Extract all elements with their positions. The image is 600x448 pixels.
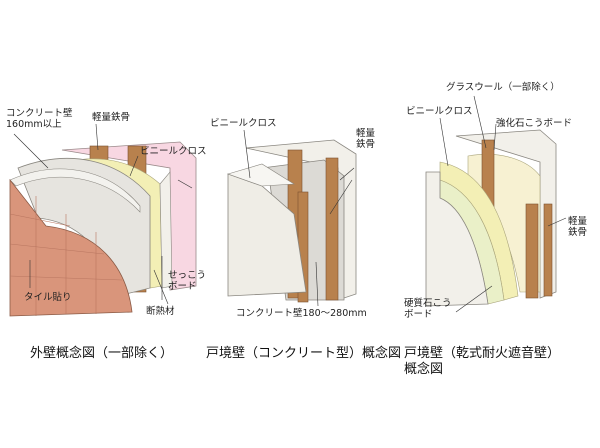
caption-exterior-wall: 外壁概念図（一部除く） <box>30 346 174 361</box>
label-insulation: 断熱材 <box>146 306 175 317</box>
caption-dry-fireproof-wall-line1: 戸境壁（乾式耐火遮音壁） <box>404 346 561 361</box>
exterior-wall-illustration <box>9 123 197 317</box>
label-gypsum-board: せっこう ボード <box>168 270 208 292</box>
label-reinforced-gypsum: 強化石こうボード <box>496 118 573 129</box>
label-light-steel-3-line1: 軽量 <box>568 216 588 227</box>
label-light-steel: 軽量鉄骨 <box>92 112 131 123</box>
concrete-party-wall-illustration <box>227 129 357 307</box>
label-light-steel-2-line2: 鉄骨 <box>356 139 376 150</box>
label-vinyl-cloth-2: ビニールクロス <box>210 118 277 129</box>
label-vinyl-cloth-3: ビニールクロス <box>406 106 473 117</box>
label-tile: タイル貼り <box>24 292 72 303</box>
label-hard-gypsum-line1: 硬質石こう <box>404 298 452 309</box>
label-concrete-wall-line1: コンクリート壁 <box>6 108 73 119</box>
caption-concrete-party-wall: 戸境壁（コンクリート型）概念図 <box>206 346 402 361</box>
caption-dry-fireproof-wall-line2: 概念図 <box>404 362 444 377</box>
dry-fireproof-wall-illustration <box>425 95 567 313</box>
label-concrete-wall-2: コンクリート壁180～280mm <box>236 308 367 319</box>
label-vinyl-cloth: ビニールクロス <box>140 146 207 157</box>
label-light-steel-3: 軽量 鉄骨 <box>568 216 598 238</box>
label-light-steel-2: 軽量 鉄骨 <box>356 128 386 150</box>
caption-dry-fireproof-wall: 戸境壁（乾式耐火遮音壁） 概念図 <box>404 346 560 378</box>
label-hard-gypsum-line2: ボード <box>404 309 433 320</box>
label-gypsum-board-line2: ボード <box>168 281 197 292</box>
label-gypsum-board-line1: せっこう <box>168 270 207 281</box>
label-hard-gypsum: 硬質石こう ボード <box>404 298 474 320</box>
label-glass-wool: グラスウール（一部除く） <box>446 82 560 93</box>
label-light-steel-3-line2: 鉄骨 <box>568 227 588 238</box>
label-light-steel-2-line1: 軽量 <box>356 128 376 139</box>
label-concrete-wall: コンクリート壁 160mm以上 <box>6 108 88 130</box>
label-concrete-wall-line2: 160mm以上 <box>6 119 62 130</box>
